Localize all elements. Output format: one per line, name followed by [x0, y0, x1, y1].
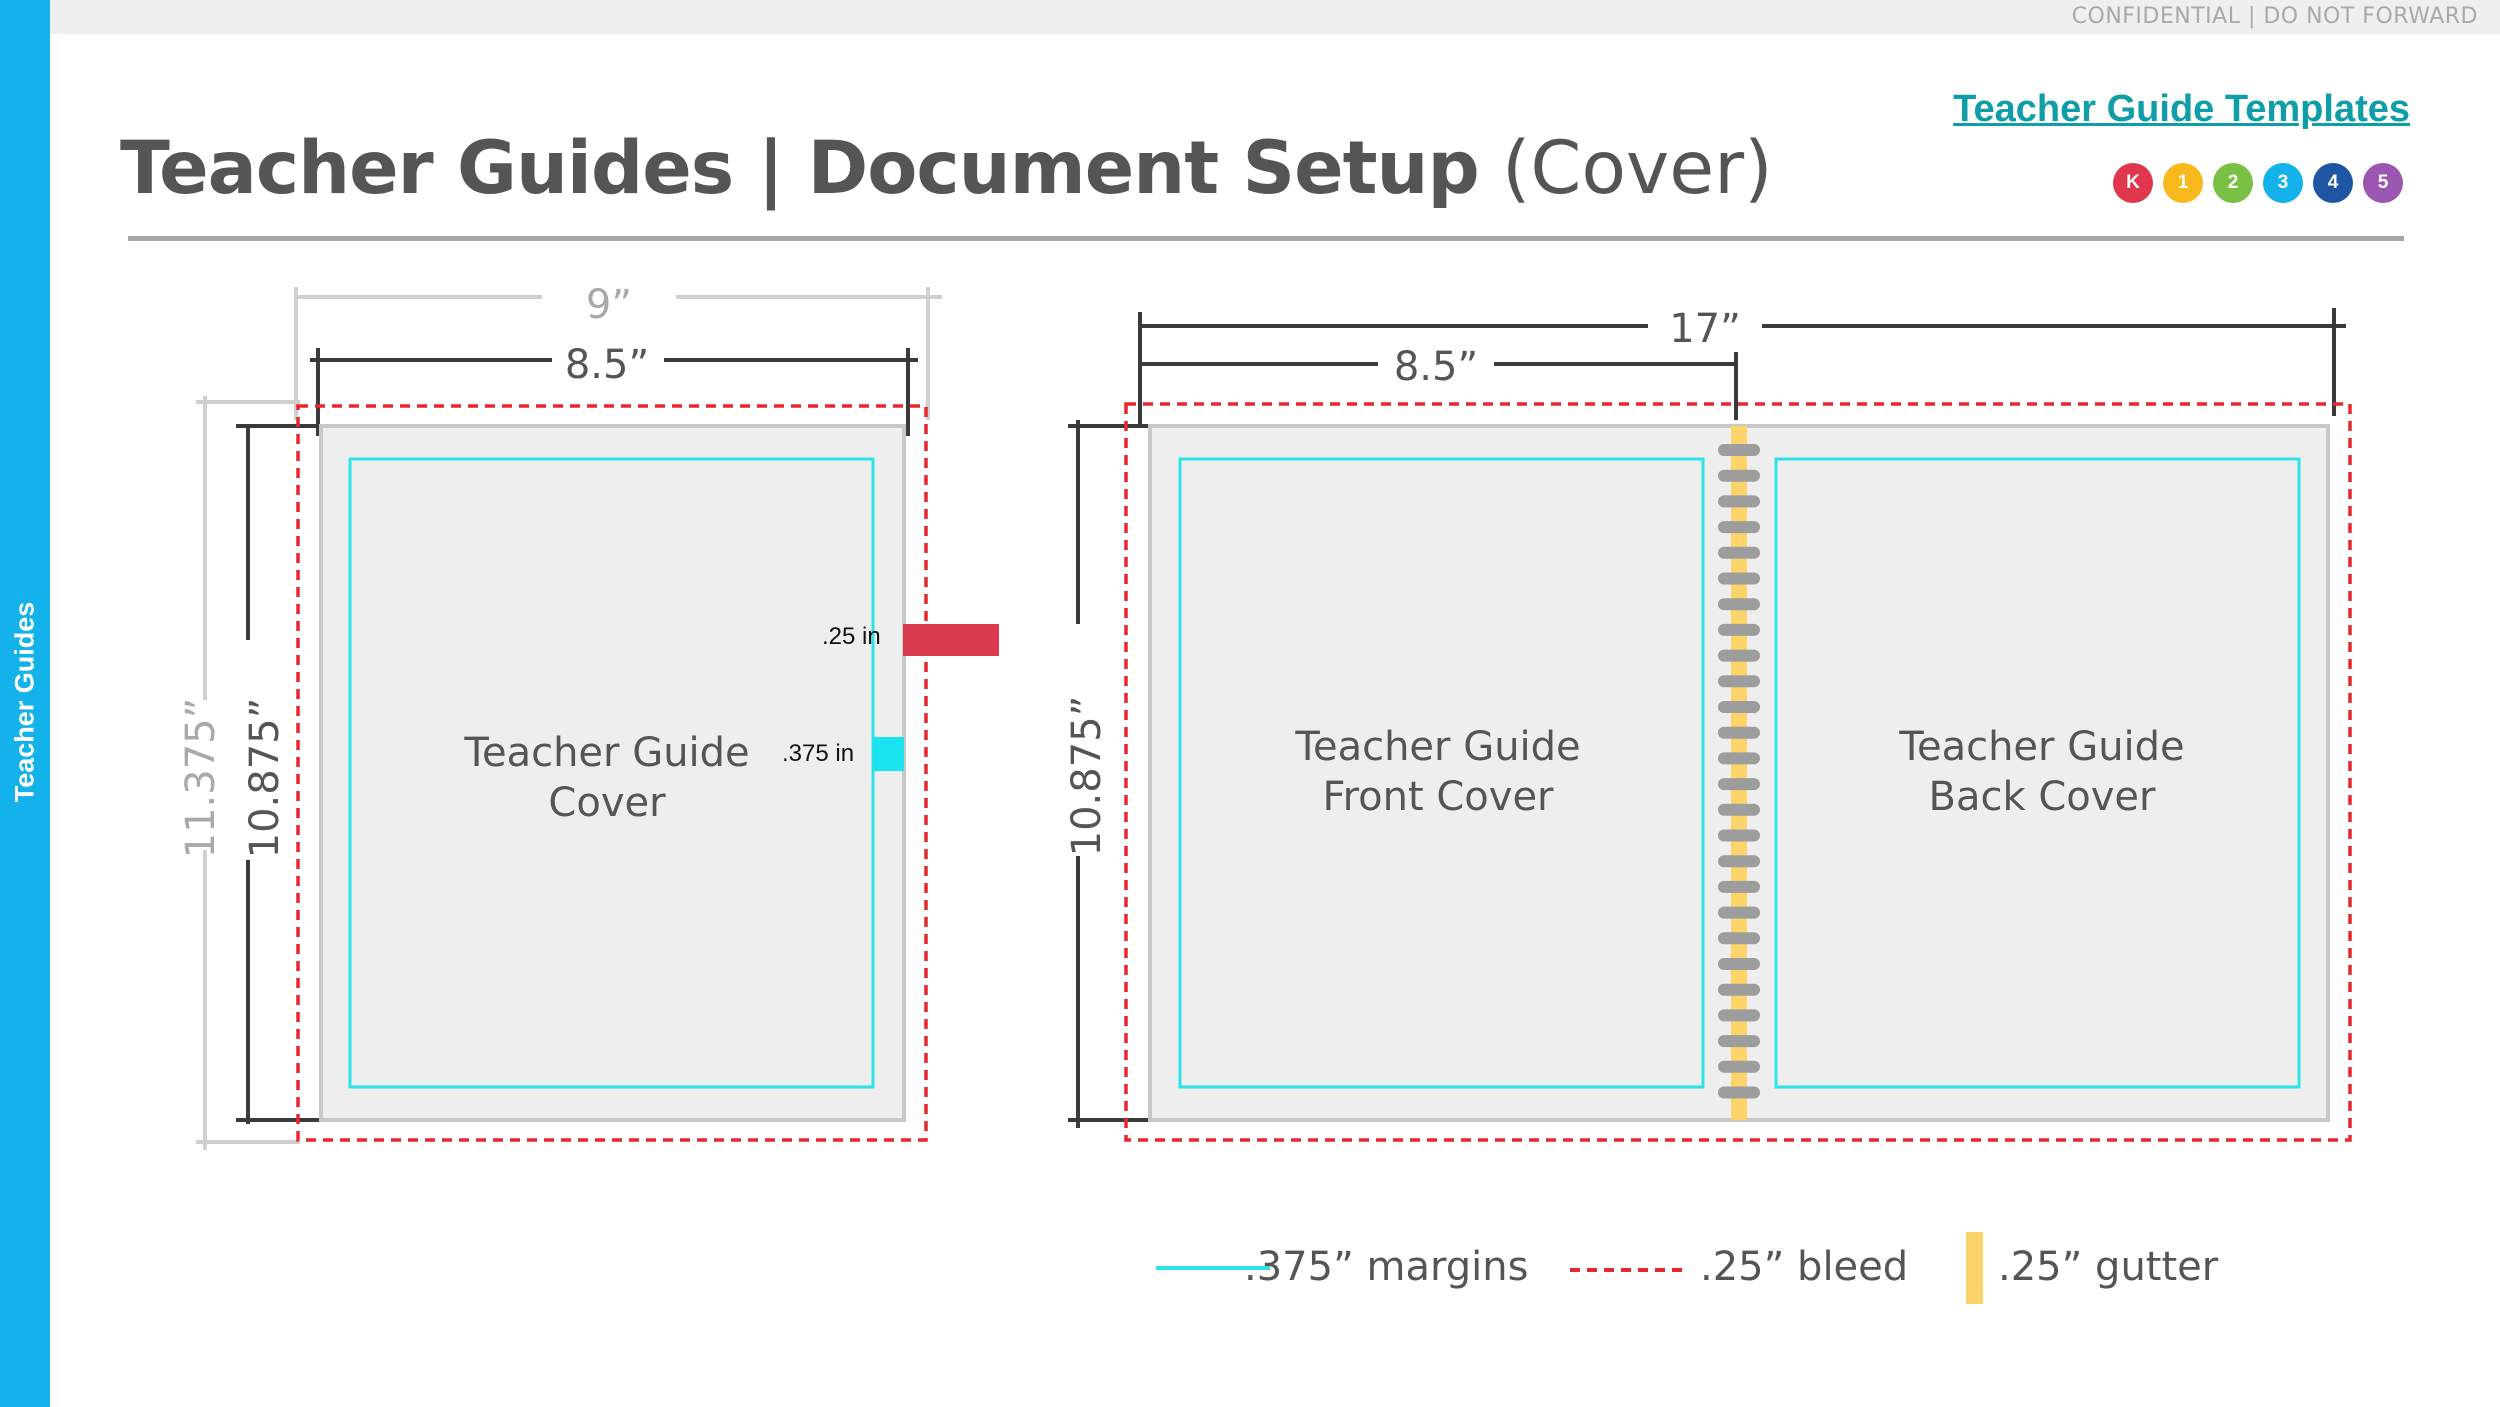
bleed-height-dimension: [196, 396, 300, 1150]
trim-width-dimension: [310, 348, 918, 436]
spiral-loop: [1718, 598, 1760, 611]
bleed-width-dimension: [294, 287, 942, 420]
margin-callout-label: .375 in: [782, 740, 854, 767]
front-cover-line1: Teacher Guide: [1294, 724, 1580, 770]
front-margin-guide: [1178, 457, 1705, 1089]
spiral-loop: [1718, 546, 1760, 559]
spiral-loop: [1718, 469, 1760, 482]
confidential-notice: CONFIDENTIAL | DO NOT FORWARD: [2071, 4, 2478, 29]
cover-page: [319, 424, 906, 1122]
spiral-loop: [1718, 1009, 1760, 1022]
spiral-loop: [1718, 778, 1760, 791]
spread-width-label: 17”: [1669, 306, 1741, 352]
title-divider: [128, 236, 2404, 241]
spiral-loop: [1718, 752, 1760, 765]
legend-gutter-swatch: [1966, 1232, 1983, 1304]
spiral-loop: [1718, 521, 1760, 534]
spiral-loop: [1718, 572, 1760, 585]
spiral-loop: [1718, 906, 1760, 919]
spiral-loop: [1718, 701, 1760, 713]
cover-label-line1: Teacher Guide: [463, 730, 749, 776]
back-margin-guide: [1774, 457, 2301, 1089]
grade-dot-1: 1: [2163, 163, 2203, 203]
page-title-sub: (Cover): [1501, 126, 1773, 211]
spiral-loop: [1718, 958, 1760, 970]
bleed-callout-label: .25 in: [822, 623, 881, 650]
spiral-loop: [1718, 495, 1760, 508]
spiral-binding: [1718, 444, 1760, 1099]
grade-dot-k: K: [2113, 163, 2153, 203]
grade-dot-4: 4: [2313, 163, 2353, 203]
spread-width-dimension: [1138, 308, 2346, 428]
cover-margin-guide: [348, 457, 875, 1089]
spiral-loop: [1718, 1086, 1760, 1099]
legend-bleed: .25” bleed: [1700, 1244, 1909, 1290]
spiral-loop: [1718, 1060, 1760, 1073]
legend-gutter: .25” gutter: [1998, 1244, 2219, 1290]
spiral-loop: [1718, 983, 1760, 996]
page-title: Teacher Guides | Document Setup (Cover): [120, 126, 1773, 211]
spiral-loop: [1718, 829, 1760, 842]
spread-bleed-guide: [1124, 402, 2352, 1142]
spread-half-label: 8.5”: [1394, 344, 1478, 390]
margin-callout-bar: [873, 737, 904, 771]
page-title-main: Teacher Guides | Document Setup: [120, 126, 1480, 211]
bleed-callout-bar: [903, 624, 999, 656]
spiral-loop: [1718, 803, 1760, 816]
spiral-loop: [1718, 880, 1760, 893]
bleed-width-label: 9”: [586, 282, 632, 328]
spiral-loop: [1718, 1035, 1760, 1048]
sidebar: Teacher Guides: [0, 0, 50, 1407]
spread-half-dimension: [1138, 352, 1738, 420]
back-cover-line1: Teacher Guide: [1898, 724, 2184, 770]
spiral-loop: [1718, 649, 1760, 662]
grade-dot-2: 2: [2213, 163, 2253, 203]
bleed-height-label: 11.375”: [178, 698, 224, 859]
teacher-guide-templates-link[interactable]: Teacher Guide Templates: [1953, 88, 2410, 130]
spiral-loop: [1718, 932, 1760, 945]
spiral-loop: [1718, 855, 1760, 868]
spiral-loop: [1718, 444, 1760, 456]
cover-label-line2: Cover: [548, 780, 666, 826]
legend-margins: .375” margins: [1244, 1244, 1529, 1290]
grade-dot-5: 5: [2363, 163, 2403, 203]
trim-height-label: 10.875”: [242, 698, 288, 859]
top-bar: [0, 0, 2500, 34]
front-cover-line2: Front Cover: [1322, 774, 1554, 820]
spiral-loop: [1718, 726, 1760, 739]
spread-height-label: 10.875”: [1064, 696, 1110, 857]
grade-dot-3: 3: [2263, 163, 2303, 203]
back-cover-line2: Back Cover: [1929, 774, 2157, 820]
spiral-loop: [1718, 675, 1760, 688]
cover-bleed-guide: [296, 404, 928, 1142]
spiral-loop: [1718, 623, 1760, 636]
trim-width-label: 8.5”: [565, 342, 649, 388]
